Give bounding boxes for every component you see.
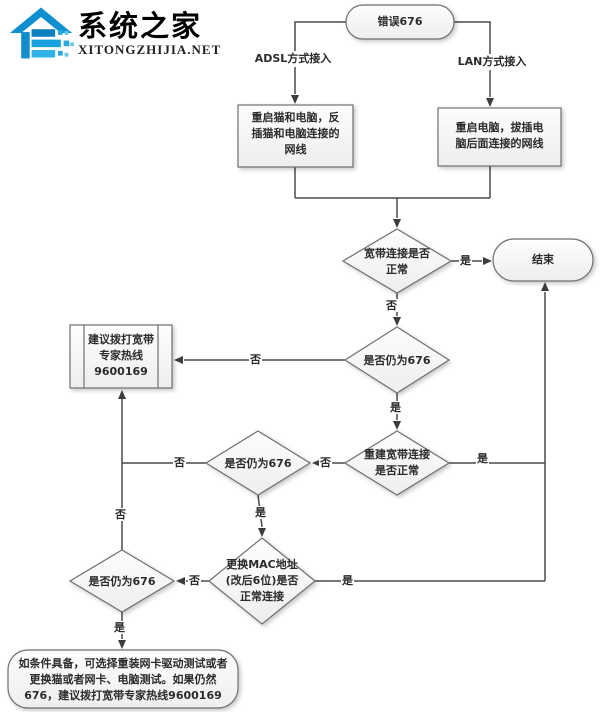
arrow-into-still676b — [312, 459, 321, 467]
edge-label-mac-no: 否 — [188, 574, 201, 588]
broadband-check-label: 宽带连接是否正常 — [364, 247, 430, 276]
final-advice-label: 如条件具备，可选择重装网卡驱动测试或者更换猫或者网卡、电脑测试。如果仍然676，… — [18, 657, 228, 702]
hotline-line3: 9600169 — [94, 364, 148, 378]
arrow-into-end-left — [483, 257, 492, 265]
hotline-line2: 专家热线 — [99, 348, 143, 362]
hotline-box-inner-lines — [83, 325, 159, 388]
edge-label-still676c-yes: 是 — [113, 621, 126, 635]
edge-label-mac-yes: 是 — [341, 574, 354, 588]
edge-label-rebuild-no: 否 — [319, 456, 332, 470]
arrow-into-hotline-bottom — [118, 390, 126, 399]
end-label: 结束 — [532, 253, 554, 267]
hotline-box-shape — [69, 324, 173, 389]
rebuild-check-label: 重建宽带连接是否正常 — [364, 448, 430, 477]
house-logo-icon — [9, 7, 74, 59]
lan-branch-label: LAN方式接入 — [442, 54, 542, 70]
arrow-into-final-box — [118, 640, 126, 649]
lan-action-label: 重启电脑，拔插电脑后面连接的网线 — [455, 121, 544, 150]
mac-check-diamond — [208, 537, 316, 625]
shapes — [7, 4, 594, 709]
rebuild-check-diamond — [343, 430, 451, 496]
edge-label-d1-no: 否 — [385, 299, 398, 313]
edge-label-d1-yes: 是 — [459, 254, 472, 268]
adsl-branch-label: ADSL方式接入 — [243, 51, 343, 67]
arrow-into-still676c — [176, 577, 185, 585]
edge-label-still676b-no: 否 — [173, 456, 186, 470]
broadband-check-diamond — [341, 228, 453, 294]
still676b-diamond — [204, 430, 312, 496]
still676a-label: 是否仍为676 — [363, 354, 431, 367]
still676c-label: 是否仍为676 — [88, 575, 156, 588]
connector-start-to-adsl — [294, 21, 346, 94]
edge-label-rebuild-yes: 是 — [476, 452, 489, 466]
adsl-action-box-shape — [237, 104, 354, 168]
arrow-into-mac — [258, 528, 266, 537]
hotline-label: 建议拨打宽带 专家热线 9600169 — [84, 332, 158, 380]
adsl-action-label: 重启猫和电脑，反插猫和电脑连接的网线 — [251, 111, 340, 156]
arrow-into-lan-box — [486, 98, 494, 107]
still676c-diamond — [68, 549, 176, 613]
arrow-into-rebuild — [393, 421, 401, 430]
still676a-diamond — [343, 326, 451, 394]
arrow-into-d1 — [393, 219, 401, 228]
start-label: 错误676 — [377, 15, 423, 29]
logo-site-name: 系统之家 — [78, 9, 203, 43]
still676b-label: 是否仍为676 — [224, 457, 292, 470]
arrowheads — [118, 95, 549, 649]
logo-site-domain: XITONGZHIJIA.NET — [78, 42, 222, 58]
logo-text-block: 系统之家 XITONGZHIJIA.NET — [78, 5, 221, 58]
edge-label-still676b-yes: 是 — [254, 506, 267, 520]
edge-label-d2-no: 否 — [249, 353, 262, 367]
start-terminator-shape — [345, 4, 455, 40]
arrow-into-adsl-box — [291, 95, 299, 104]
hotline-line1: 建议拨打宽带 — [88, 333, 154, 346]
lan-action-box-shape — [437, 107, 562, 167]
site-logo: 系统之家 XITONGZHIJIA.NET — [8, 5, 221, 61]
edge-label-still676c-no: 否 — [114, 508, 127, 522]
arrow-into-hotline-right — [174, 356, 183, 364]
arrow-into-d2 — [393, 317, 401, 326]
mac-check-label: 更换MAC地址(改后6位)是否正常连接 — [225, 558, 299, 603]
connector-start-to-lan — [454, 21, 491, 97]
edge-label-d2-yes: 是 — [389, 401, 402, 415]
arrow-into-end-bottom — [541, 282, 549, 291]
end-terminator-shape — [492, 238, 594, 282]
final-advice-shape — [7, 649, 239, 709]
